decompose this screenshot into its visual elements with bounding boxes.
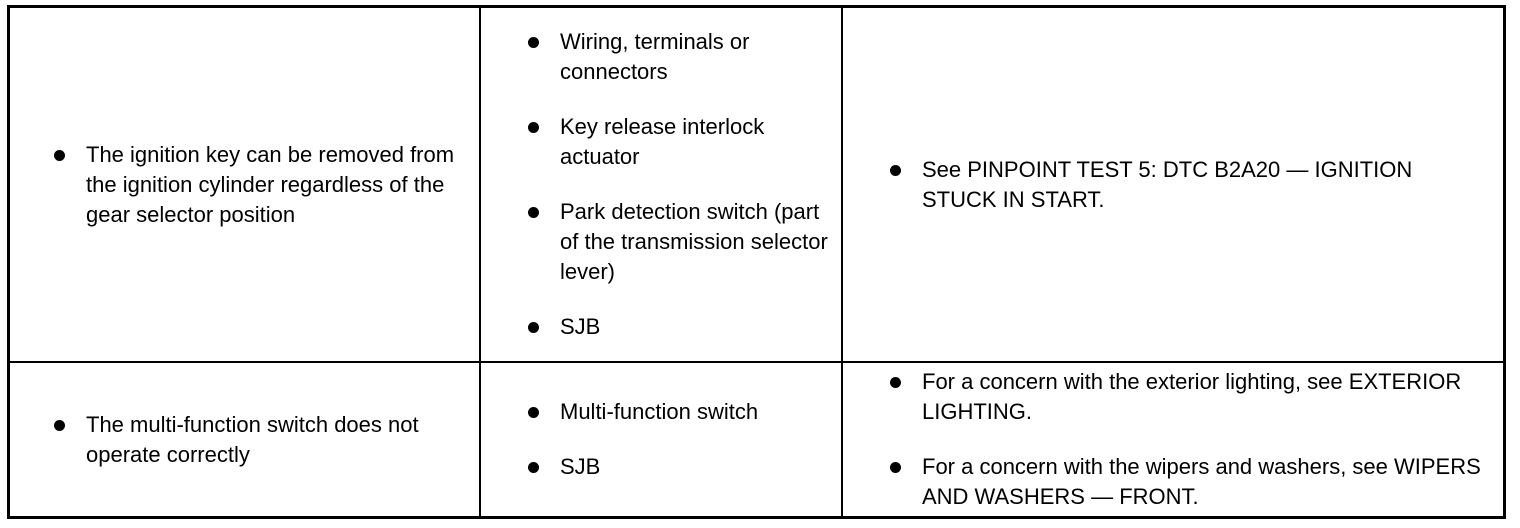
condition-item: The multi-function switch does not opera… [54, 410, 464, 470]
action-text: For a concern with the wipers and washer… [922, 454, 1481, 509]
action-text: See PINPOINT TEST 5: DTC B2A20 — IGNITIO… [922, 156, 1413, 212]
bullet-icon [54, 149, 65, 161]
bullet-icon [528, 322, 539, 333]
bullet-icon [528, 122, 539, 133]
action-text: For a concern with the exterior lighting… [922, 369, 1462, 424]
bullet-icon [890, 164, 901, 176]
row-divider [7, 361, 1506, 363]
cause-text: Wiring, terminals or connectors [560, 29, 750, 84]
row-1-actions-cell: See PINPOINT TEST 5: DTC B2A20 — IGNITIO… [890, 8, 1490, 361]
cause-text: SJB [560, 314, 601, 339]
cause-item: SJB [528, 312, 828, 342]
row-1-condition-cell: The ignition key can be removed from the… [54, 8, 464, 361]
cause-item: Multi-function switch [528, 397, 828, 427]
cause-text: Park detection switch (part of the trans… [560, 199, 828, 284]
action-item: For a concern with the wipers and washer… [890, 452, 1490, 512]
bullet-icon [890, 377, 901, 388]
action-item: See PINPOINT TEST 5: DTC B2A20 — IGNITIO… [890, 155, 1490, 215]
row-2-condition-cell: The multi-function switch does not opera… [54, 363, 464, 516]
cause-item: Wiring, terminals or connectors [528, 27, 828, 87]
cause-item: Park detection switch (part of the trans… [528, 197, 828, 287]
bullet-icon [528, 407, 539, 418]
bullet-icon [528, 37, 539, 48]
cause-item: SJB [528, 452, 828, 482]
condition-item: The ignition key can be removed from the… [54, 140, 464, 230]
bullet-icon [890, 462, 901, 473]
bullet-icon [528, 462, 539, 473]
bullet-icon [528, 207, 539, 218]
cause-text: SJB [560, 454, 601, 479]
row-1-causes-cell: Wiring, terminals or connectors Key rele… [528, 8, 828, 361]
cause-text: Multi-function switch [560, 399, 759, 424]
symptom-table [7, 5, 1506, 519]
cause-item: Key release interlock actuator [528, 112, 828, 172]
row-2-actions-cell: For a concern with the exterior lighting… [890, 363, 1490, 516]
column-divider-2 [841, 5, 843, 519]
condition-text: The ignition key can be removed from the… [86, 141, 455, 227]
action-item: For a concern with the exterior lighting… [890, 367, 1490, 427]
condition-text: The multi-function switch does not opera… [86, 411, 419, 467]
row-2-causes-cell: Multi-function switch SJB [528, 363, 828, 516]
column-divider-1 [479, 5, 481, 519]
bullet-icon [54, 419, 65, 431]
cause-text: Key release interlock actuator [560, 114, 765, 169]
